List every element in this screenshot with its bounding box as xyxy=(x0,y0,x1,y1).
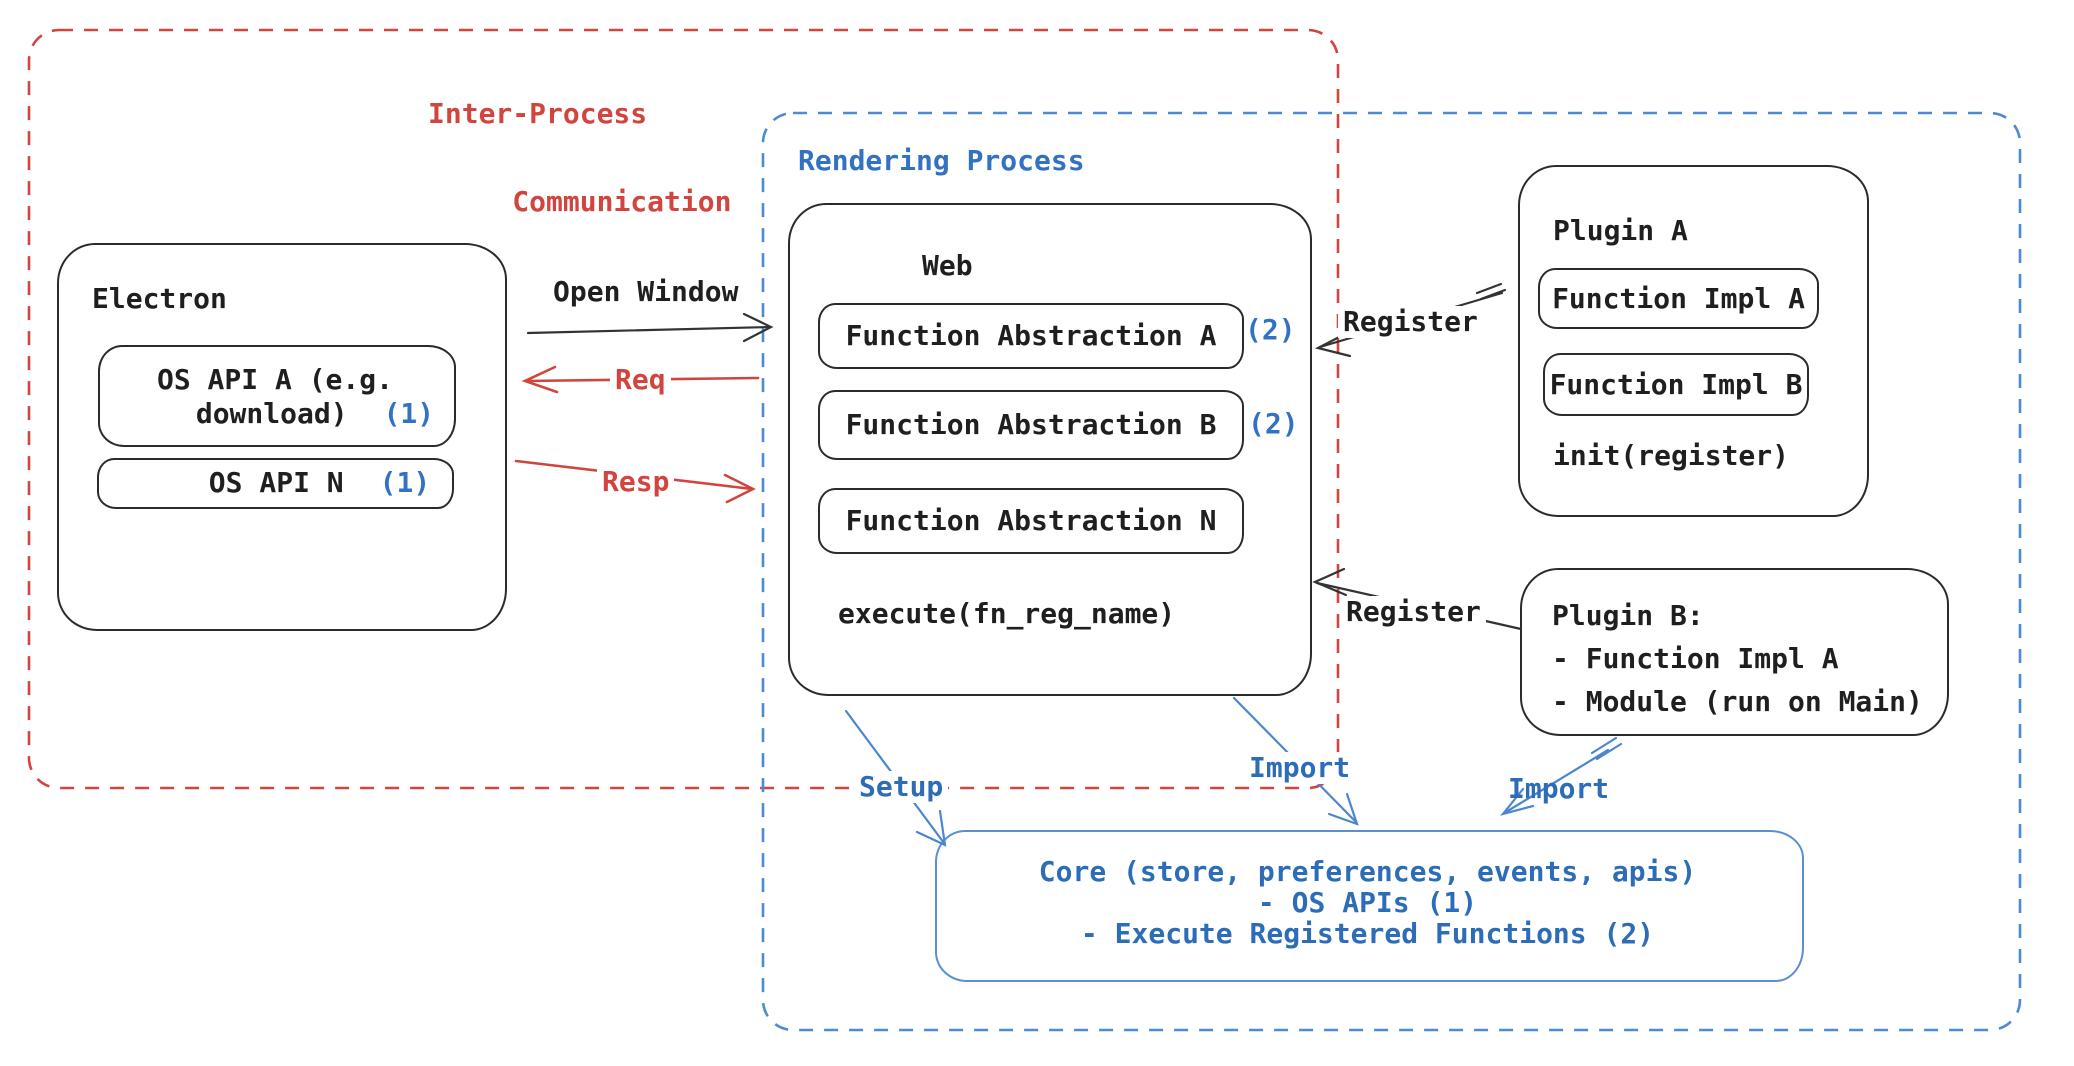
import-web-label: Import xyxy=(1244,752,1356,784)
web-title: Web xyxy=(922,249,973,282)
execute-call-label: execute(fn_reg_name) xyxy=(838,597,1176,630)
core-line-1: Core (store, preferences, events, apis) xyxy=(1038,855,1697,888)
function-abstraction-a-label: Function Abstraction A xyxy=(845,319,1217,352)
plugin-b-title: Plugin B: xyxy=(1552,599,1704,632)
os-api-a-text: download) xyxy=(195,397,348,430)
register-plugin-a-label: Register xyxy=(1338,306,1483,338)
os-api-a-ref: (1) xyxy=(383,397,435,430)
os-api-n-text: OS API N xyxy=(208,466,344,499)
register-plugin-b-label: Register xyxy=(1341,596,1486,628)
plugin-b-line-impl-a: - Function Impl A xyxy=(1552,642,1839,675)
open-window-label: Open Window xyxy=(553,275,739,308)
plugin-a-title: Plugin A xyxy=(1553,214,1688,247)
os-api-n-ref: (1) xyxy=(379,466,431,499)
function-abstraction-b-ref: (2) xyxy=(1248,407,1299,440)
function-abstraction-a-box: Function Abstraction A xyxy=(818,303,1244,369)
function-abstraction-b-label: Function Abstraction B xyxy=(845,408,1217,441)
function-abstraction-n-box: Function Abstraction N xyxy=(818,488,1244,554)
os-api-a-label-line2: download) (1) xyxy=(138,398,492,430)
function-impl-a-label: Function Impl A xyxy=(1552,281,1805,315)
ipc-title-line1: Inter-Process xyxy=(428,97,648,130)
os-api-a-label-line1: OS API A (e.g. xyxy=(156,363,393,396)
os-api-n-label: OS API N (1) xyxy=(143,467,496,499)
open-window-arrow xyxy=(526,312,774,343)
os-api-a-box xyxy=(98,345,456,447)
setup-label: Setup xyxy=(854,771,949,803)
plugin-b-line-module: - Module (run on Main) xyxy=(1552,685,1923,718)
core-line-2: - OS APIs (1) xyxy=(1257,886,1478,919)
function-impl-a-box: Function Impl A xyxy=(1538,268,1819,329)
ipc-region-title: Inter-Process Communication xyxy=(428,92,731,224)
function-impl-b-label: Function Impl B xyxy=(1549,367,1803,401)
rendering-region-title: Rendering Process xyxy=(798,144,1085,177)
function-abstraction-n-label: Function Abstraction N xyxy=(845,504,1217,537)
import-plugin-label: Import xyxy=(1508,772,1610,805)
function-impl-b-box: Function Impl B xyxy=(1543,353,1809,416)
ipc-title-line2: Communication xyxy=(512,185,732,218)
function-abstraction-a-ref: (2) xyxy=(1245,313,1296,346)
function-abstraction-b-box: Function Abstraction B xyxy=(818,390,1244,460)
req-label: Req xyxy=(610,364,671,396)
plugin-a-init-label: init(register) xyxy=(1553,439,1790,472)
resp-label: Resp xyxy=(597,466,675,498)
electron-title: Electron xyxy=(92,282,227,315)
core-line-3: - Execute Registered Functions (2) xyxy=(1080,917,1655,950)
